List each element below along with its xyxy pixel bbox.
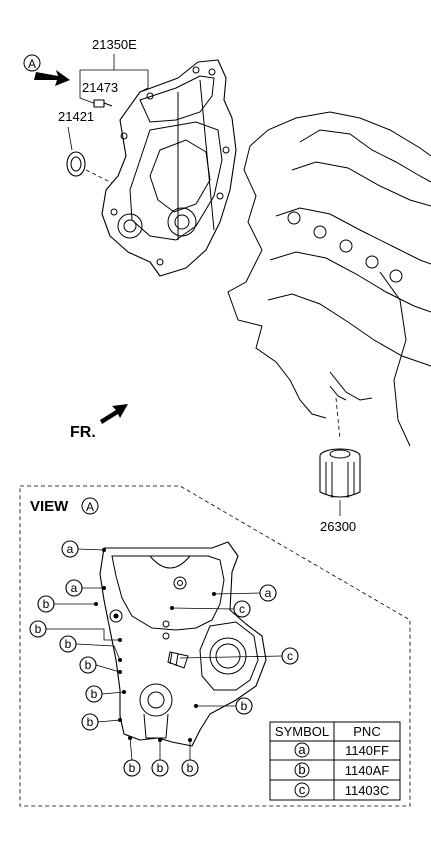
callout-c: c: [281, 647, 299, 665]
svg-text:c: c: [239, 602, 245, 616]
part-label-26300: 26300: [320, 519, 356, 534]
part-label-21473: 21473: [82, 80, 118, 95]
svg-text:b: b: [91, 687, 98, 701]
view-a-frame: [19, 485, 411, 807]
front-arrow-icon: [100, 404, 128, 424]
svg-text:b: b: [85, 658, 92, 672]
callout-c: c: [233, 600, 251, 618]
table-symbol: b: [298, 762, 305, 777]
table-row: b 1140AF: [294, 762, 390, 778]
table-pnc: 11403C: [345, 783, 390, 798]
table-header-symbol: SYMBOL: [275, 724, 329, 739]
callout-b: b: [235, 697, 253, 715]
callout-a: a: [259, 584, 277, 602]
view-arrow-icon: [34, 70, 70, 86]
cover-front-view: [94, 541, 267, 747]
svg-text:a: a: [265, 586, 272, 600]
svg-text:a: a: [67, 542, 74, 556]
table-symbol: a: [298, 742, 306, 757]
table-row: c 11403C: [294, 782, 390, 798]
table-symbol: c: [299, 782, 306, 797]
svg-text:b: b: [157, 761, 164, 775]
callout-bubbles: a a b b b b b b b b b b a c c: [29, 540, 299, 777]
callout-b: b: [151, 759, 169, 777]
view-title-letter: A: [86, 500, 94, 514]
front-direction: FR.: [70, 404, 128, 441]
callout-a: a: [65, 579, 83, 597]
view-a-title: VIEW A: [30, 497, 99, 515]
table-header-pnc: PNC: [353, 724, 380, 739]
svg-text:b: b: [65, 637, 72, 651]
svg-text:b: b: [187, 761, 194, 775]
oil-filter-26300: [319, 397, 361, 516]
callout-b: b: [29, 620, 47, 638]
front-label: FR.: [70, 424, 96, 441]
callout-b: b: [59, 635, 77, 653]
svg-text:c: c: [287, 649, 293, 663]
bolt-21473: [93, 99, 113, 108]
svg-text:b: b: [129, 761, 136, 775]
callout-b: b: [79, 656, 97, 674]
svg-text:b: b: [43, 597, 50, 611]
callout-b: b: [85, 685, 103, 703]
view-a-marker: A: [23, 54, 70, 86]
part-label-21350e: 21350E: [92, 37, 137, 52]
seal-21421: [66, 151, 127, 191]
callout-b: b: [181, 759, 199, 777]
svg-text:b: b: [241, 699, 248, 713]
table-pnc: 1140FF: [345, 743, 389, 758]
symbol-pnc-table: SYMBOL PNC a 1140FF b 1140AF c 11403C: [269, 721, 401, 801]
table-row: a 1140FF: [294, 742, 389, 758]
callout-leaders: [46, 548, 283, 761]
svg-text:b: b: [87, 715, 94, 729]
callout-b: b: [37, 595, 55, 613]
callout-b: b: [123, 759, 141, 777]
callout-b: b: [81, 713, 99, 731]
view-title-text: VIEW: [30, 498, 69, 515]
view-a-marker-letter: A: [28, 57, 36, 71]
svg-text:b: b: [35, 622, 42, 636]
timing-cover-21350e: [101, 59, 237, 277]
table-pnc: 1140AF: [345, 763, 390, 778]
part-label-21421: 21421: [58, 109, 94, 124]
svg-text:a: a: [71, 581, 78, 595]
callout-a: a: [61, 540, 79, 558]
engine-block-outline: [227, 111, 431, 447]
